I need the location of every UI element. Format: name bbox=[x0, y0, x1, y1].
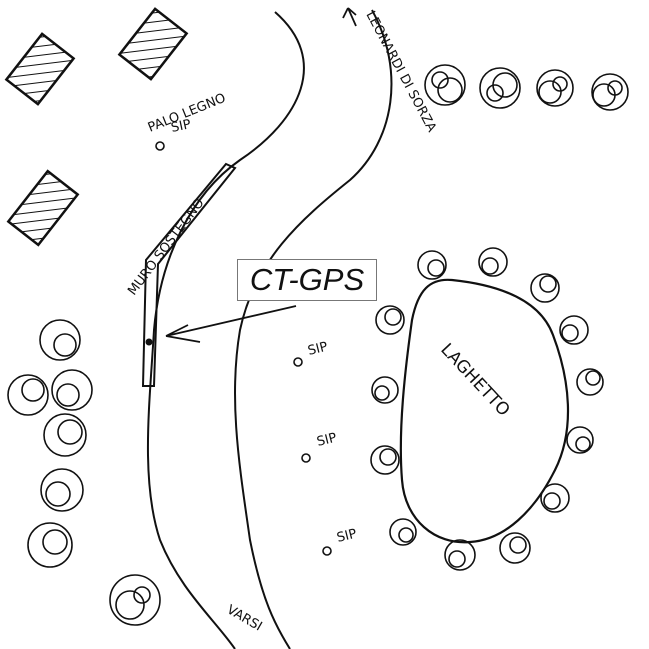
building-icon bbox=[117, 7, 189, 81]
sip-point-icon bbox=[322, 546, 332, 556]
tree-icon bbox=[7, 374, 49, 416]
road-label-north: LEONARDI DI SORZA bbox=[362, 9, 438, 135]
sip-label: SIP bbox=[315, 430, 338, 449]
building-icon bbox=[4, 32, 76, 106]
road-edge-west bbox=[146, 11, 305, 649]
sip-point-icon bbox=[301, 453, 311, 463]
tree-icon bbox=[417, 250, 447, 280]
tree-icon bbox=[540, 483, 570, 513]
tree-icon bbox=[51, 369, 93, 411]
tree-icon bbox=[536, 69, 574, 107]
north-arrow-icon bbox=[342, 7, 357, 27]
tree-icon bbox=[109, 574, 161, 626]
tree-icon bbox=[499, 532, 531, 564]
tree-icon bbox=[444, 539, 476, 571]
sip-point-icon bbox=[155, 141, 165, 151]
sip-marker: SIP bbox=[322, 526, 358, 556]
tree-icon bbox=[371, 376, 399, 404]
tree-icon bbox=[43, 413, 87, 457]
tree-icon bbox=[27, 522, 73, 568]
sip-point-icon bbox=[293, 357, 303, 367]
tree-icon bbox=[370, 445, 400, 475]
tree-icon bbox=[389, 518, 417, 546]
wall-label: MURO SOSTEGNO bbox=[125, 196, 207, 299]
sip-label: SIP bbox=[170, 117, 193, 136]
tree-icon bbox=[375, 305, 405, 335]
sip-marker: SIP bbox=[301, 430, 338, 463]
building-icon bbox=[6, 169, 80, 247]
tree-icon bbox=[591, 73, 629, 111]
sip-label: SIP bbox=[335, 526, 358, 545]
sip-label: SIP bbox=[306, 339, 329, 358]
gps-point-icon bbox=[145, 338, 153, 346]
tree-icon bbox=[479, 67, 521, 109]
callout-arrow-icon bbox=[165, 305, 297, 343]
tree-icon bbox=[40, 468, 84, 512]
lake-label: LAGHETTO bbox=[436, 340, 513, 421]
tree-icon bbox=[39, 319, 81, 361]
tree-icon bbox=[478, 247, 508, 277]
tree-icon bbox=[566, 426, 594, 454]
sip-marker: SIP bbox=[293, 339, 329, 367]
retaining-wall bbox=[141, 162, 237, 387]
tree-icon bbox=[424, 64, 466, 106]
road-edge-east bbox=[234, 9, 393, 649]
tree-icon bbox=[576, 368, 604, 396]
ct-gps-callout: CT-GPS bbox=[237, 259, 377, 301]
lake-outline bbox=[399, 278, 570, 544]
tree-icon bbox=[559, 315, 589, 345]
road-label-south: VARSI bbox=[224, 602, 264, 634]
sip-marker: SIP bbox=[155, 117, 193, 151]
tree-icon bbox=[530, 273, 560, 303]
